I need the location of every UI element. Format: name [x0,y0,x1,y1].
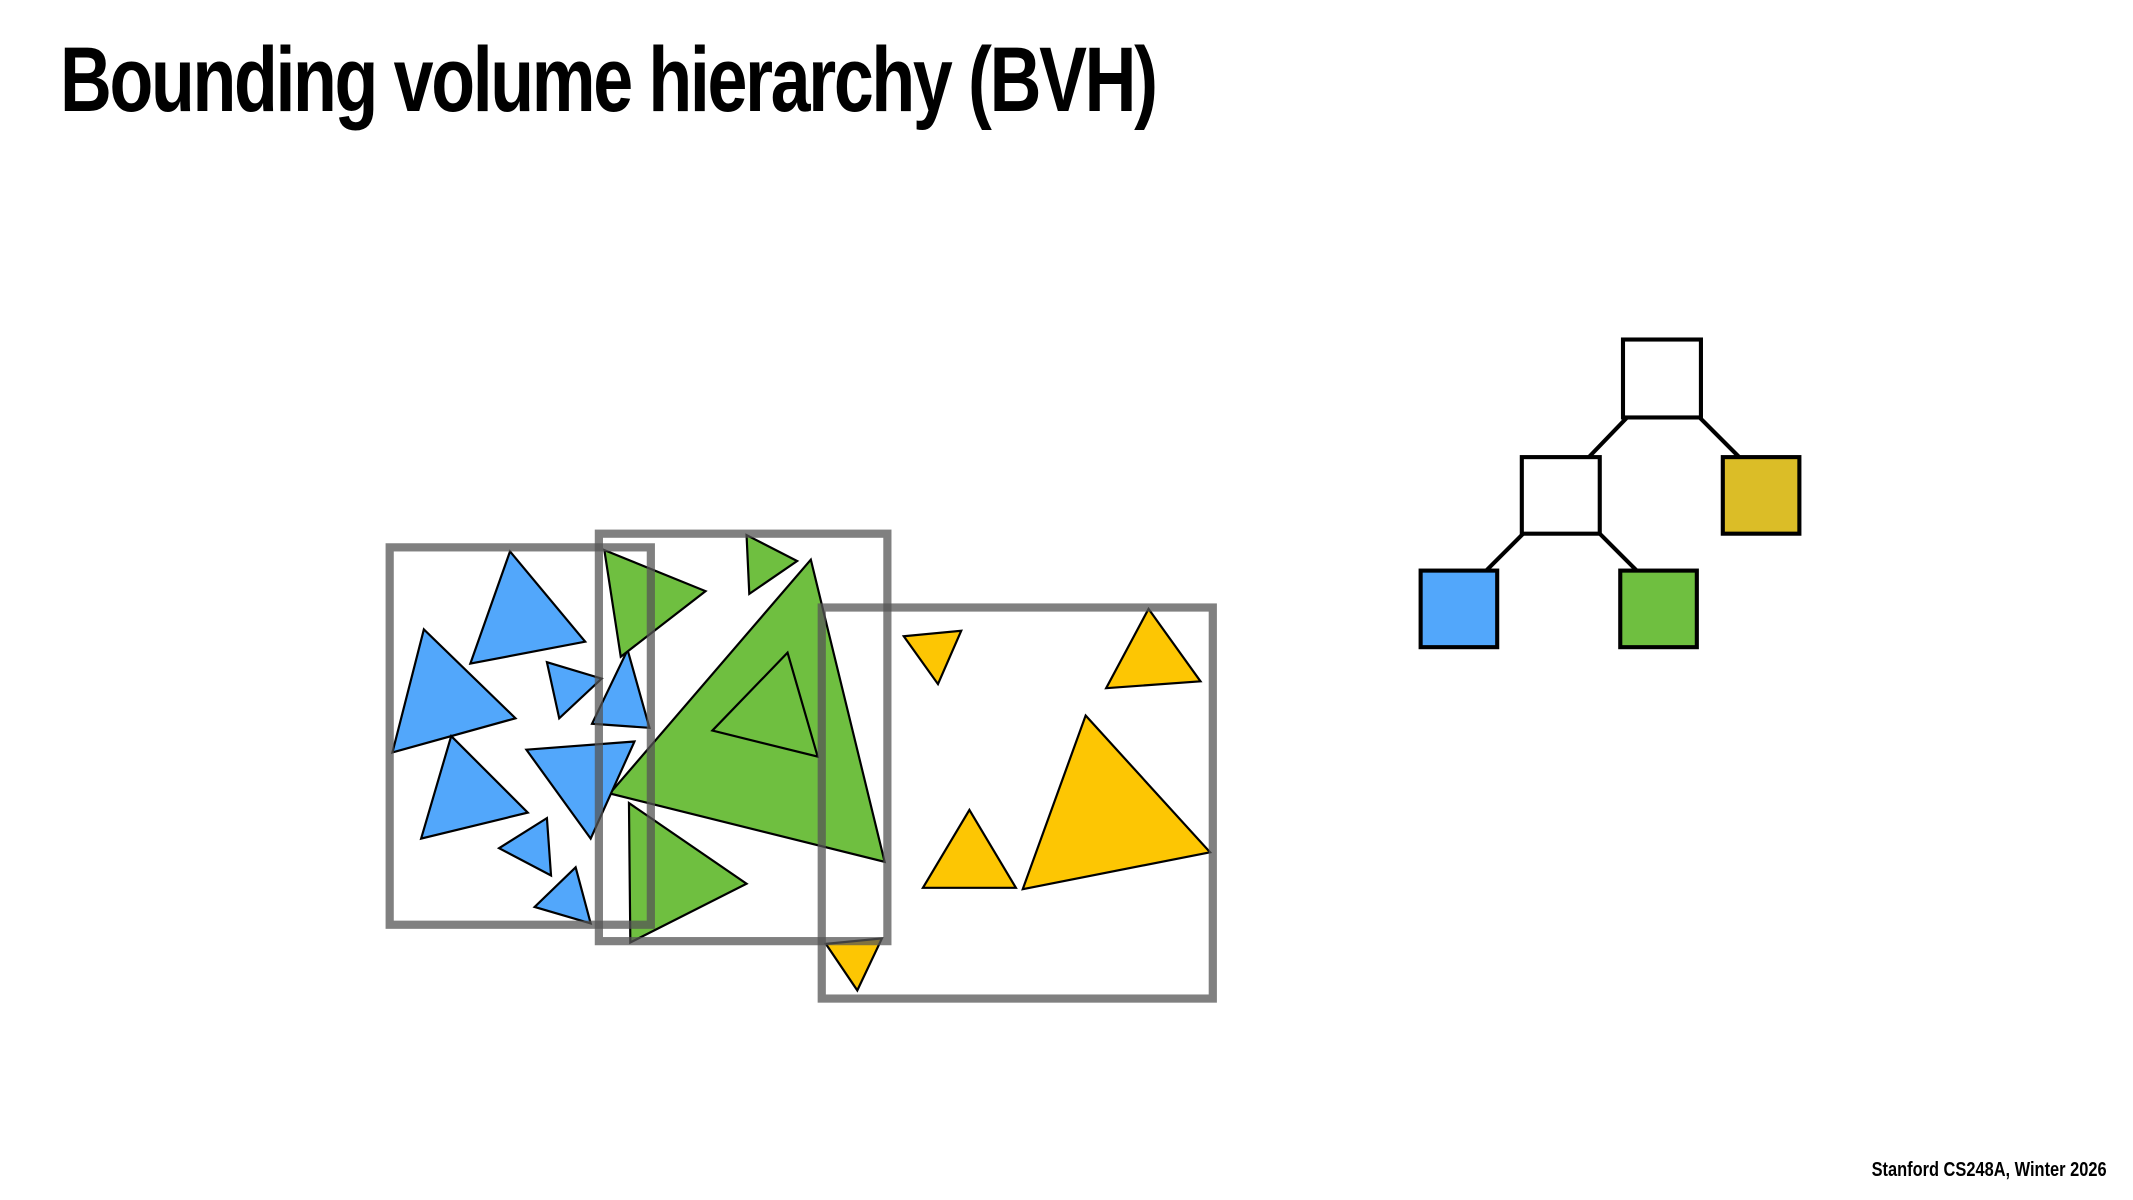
yellow-triangle [901,629,963,687]
yellow-triangle [823,937,884,993]
green-triangle [710,650,820,759]
tree-leaf-yellow [1720,455,1802,536]
tree-root-node [1620,337,1703,420]
blue-bounding-box [385,543,655,929]
blue-triangle [532,865,593,925]
tree-edge [1587,416,1629,459]
tree-edge [1698,416,1741,459]
blue-triangle [524,740,637,841]
tree-edge [1484,532,1525,573]
blue-triangle [496,816,553,878]
tree-interior-node [1519,455,1602,536]
tree-edge [1598,532,1639,573]
yellow-triangle [921,807,1018,889]
yellow-triangle [1021,713,1213,891]
blue-triangle [390,627,518,755]
bvh-tree [1418,337,1802,650]
yellow-triangles [823,606,1213,993]
tree-leaf-blue [1418,568,1500,650]
yellow-triangle [1104,606,1203,690]
blue-triangle [590,646,651,730]
slide-footer: Stanford CS248A, Winter 2026 [1872,1159,2107,1181]
yellow-bounding-box [817,603,1217,1003]
blue-triangle [468,549,588,666]
green-triangle [627,800,749,945]
green-bounding-box [594,529,892,946]
green-triangles [602,533,887,945]
blue-triangle [419,733,530,841]
blue-triangle [545,660,604,721]
green-triangle [745,533,800,596]
blue-triangles [390,549,651,925]
slide-title: Bounding volume hierarchy (BVH) [60,29,1158,131]
tree-leaf-green [1618,568,1699,650]
